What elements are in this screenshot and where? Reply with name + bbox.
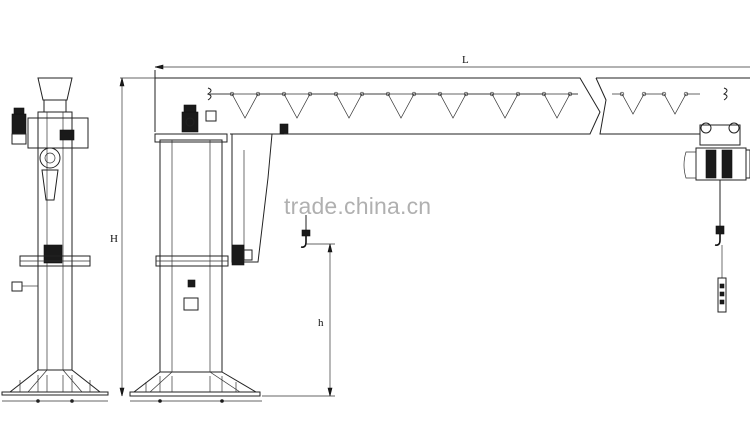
- side-motor: [11, 113, 27, 135]
- dimension-label-L: L: [462, 54, 469, 66]
- hook-left: [300, 215, 311, 248]
- dimension-h: h: [262, 243, 335, 397]
- side-top-cap: [37, 77, 73, 101]
- front-base-plate: [129, 391, 261, 397]
- side-view: [1, 77, 109, 403]
- side-base-plate: [1, 391, 109, 396]
- watermark: trade.china.cn: [284, 193, 432, 219]
- dimension-label-h: h: [318, 317, 324, 329]
- dimension-label-H: H: [110, 233, 118, 245]
- jib-arm: [154, 77, 601, 135]
- jib-truss: [210, 93, 578, 119]
- side-slewing-gear: [39, 147, 61, 169]
- electric-hoist: [683, 122, 750, 228]
- front-view: [129, 70, 750, 403]
- dimension-L: L: [154, 54, 750, 70]
- hook-right: [714, 225, 725, 246]
- side-slew-ring: [43, 244, 63, 264]
- slewing-motor: [181, 111, 199, 133]
- side-column: [37, 111, 73, 371]
- dimension-H: H: [110, 77, 155, 397]
- pendant-control: [717, 245, 727, 313]
- truss-nodes: [229, 91, 573, 97]
- front-control-box: [183, 297, 199, 311]
- side-control-box: [11, 281, 23, 292]
